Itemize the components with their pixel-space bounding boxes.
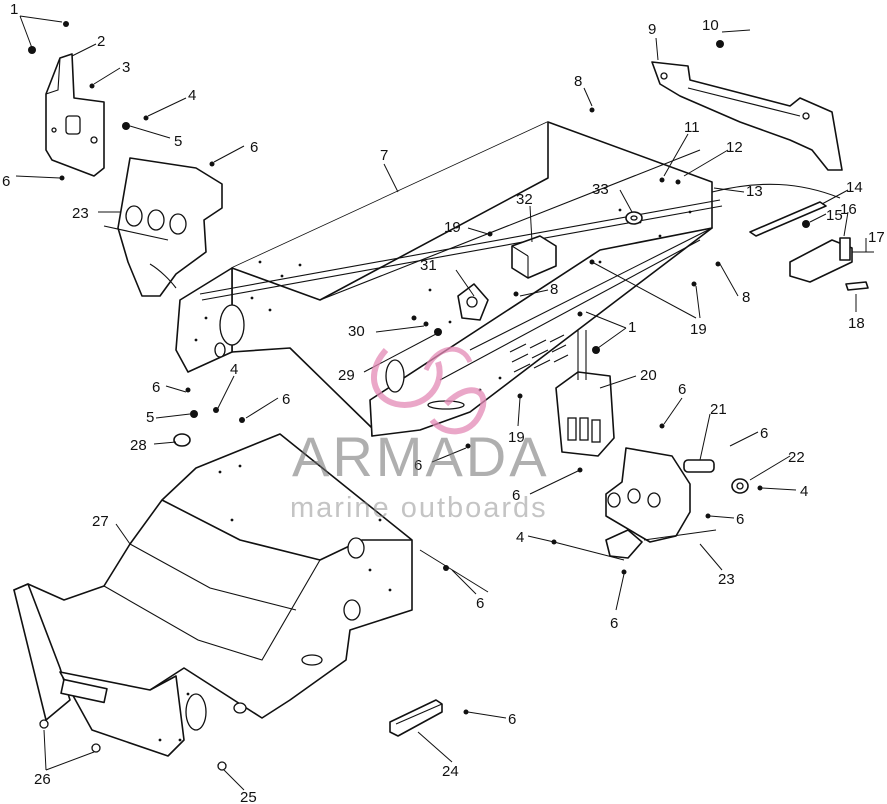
watermark-brand: ARMADA bbox=[292, 425, 550, 488]
part-14-rail bbox=[711, 183, 841, 237]
callout-20: 20 bbox=[640, 367, 657, 384]
callout-5: 5 bbox=[174, 133, 182, 150]
callout-4: 4 bbox=[188, 87, 196, 104]
part-9-bracket bbox=[651, 61, 843, 171]
callout-6: 6 bbox=[760, 425, 768, 442]
callout-31: 31 bbox=[420, 257, 437, 274]
part-32-block bbox=[511, 235, 557, 279]
part-21-tube bbox=[683, 459, 715, 473]
callout-14: 14 bbox=[846, 179, 863, 196]
callout-19: 19 bbox=[444, 219, 461, 236]
watermark-tagline: marine outboards bbox=[290, 492, 548, 524]
callout-6: 6 bbox=[2, 173, 10, 190]
bulkhead-rivets bbox=[158, 464, 392, 742]
callout-7: 7 bbox=[380, 147, 388, 164]
callout-6: 6 bbox=[282, 391, 290, 408]
callout-6: 6 bbox=[250, 139, 258, 156]
callout-6: 6 bbox=[736, 511, 744, 528]
part-24-angle-bracket bbox=[389, 699, 443, 737]
callout-1: 1 bbox=[10, 1, 18, 18]
callout-19: 19 bbox=[690, 321, 707, 338]
callout-23: 23 bbox=[718, 571, 735, 588]
callout-26: 26 bbox=[34, 771, 51, 788]
callout-6: 6 bbox=[152, 379, 160, 396]
part-23-left-plate bbox=[103, 157, 223, 297]
callout-6: 6 bbox=[678, 381, 686, 398]
callout-21: 21 bbox=[710, 401, 727, 418]
part-2-bracket bbox=[45, 53, 105, 177]
callout-6: 6 bbox=[508, 711, 516, 728]
callout-22: 22 bbox=[788, 449, 805, 466]
part-7-tunnel bbox=[175, 121, 723, 437]
callout-6: 6 bbox=[414, 457, 422, 474]
callout-4: 4 bbox=[800, 483, 808, 500]
callout-6: 6 bbox=[512, 487, 520, 504]
callout-29: 29 bbox=[338, 367, 355, 384]
part-16-block bbox=[789, 237, 874, 283]
part-25-rivet bbox=[217, 761, 227, 771]
callout-24: 24 bbox=[442, 763, 459, 780]
part-23-right-plate bbox=[605, 447, 717, 559]
callout-3: 3 bbox=[122, 59, 130, 76]
callout-5: 5 bbox=[146, 409, 154, 426]
part-27-bulkhead bbox=[13, 433, 413, 757]
callout-10: 10 bbox=[702, 17, 719, 34]
callout-16: 16 bbox=[840, 201, 857, 218]
callout-11: 11 bbox=[684, 119, 700, 136]
callout-4: 4 bbox=[230, 361, 238, 378]
callout-6: 6 bbox=[476, 595, 484, 612]
callout-19: 19 bbox=[508, 429, 525, 446]
callout-8: 8 bbox=[742, 289, 750, 306]
callout-12: 12 bbox=[726, 139, 743, 156]
fasteners bbox=[28, 21, 810, 715]
callout-15: 15 bbox=[826, 207, 843, 224]
callout-23: 23 bbox=[72, 205, 89, 222]
part-33-bushing bbox=[625, 211, 643, 225]
part-26-rivets bbox=[39, 719, 101, 753]
callout-17: 17 bbox=[868, 229, 885, 246]
tunnel-vent-slots bbox=[509, 334, 569, 373]
leader-lines bbox=[15, 15, 867, 791]
callout-28: 28 bbox=[130, 437, 147, 454]
watermark-logo bbox=[370, 346, 487, 435]
callout-2: 2 bbox=[97, 33, 105, 50]
part-31-bracket bbox=[457, 283, 489, 321]
callout-33: 33 bbox=[592, 181, 609, 198]
callout-18: 18 bbox=[848, 315, 865, 332]
callout-13: 13 bbox=[746, 183, 763, 200]
watermark: ARMADA marine outboards bbox=[290, 346, 550, 524]
callout-30: 30 bbox=[348, 323, 365, 340]
callout-25: 25 bbox=[240, 789, 257, 804]
callout-1: 1 bbox=[628, 319, 636, 336]
part-22-nut bbox=[731, 478, 749, 494]
callout-27: 27 bbox=[92, 513, 109, 530]
callout-8: 8 bbox=[574, 73, 582, 90]
callout-32: 32 bbox=[516, 191, 533, 208]
callout-8: 8 bbox=[550, 281, 558, 298]
part-28-bushing bbox=[173, 433, 191, 447]
callout-6: 6 bbox=[610, 615, 618, 632]
tunnel-rivets bbox=[194, 208, 692, 392]
part-20-bracket bbox=[555, 330, 615, 457]
callout-4: 4 bbox=[516, 529, 524, 546]
part-18-strip bbox=[845, 281, 869, 291]
callout-9: 9 bbox=[648, 21, 656, 38]
